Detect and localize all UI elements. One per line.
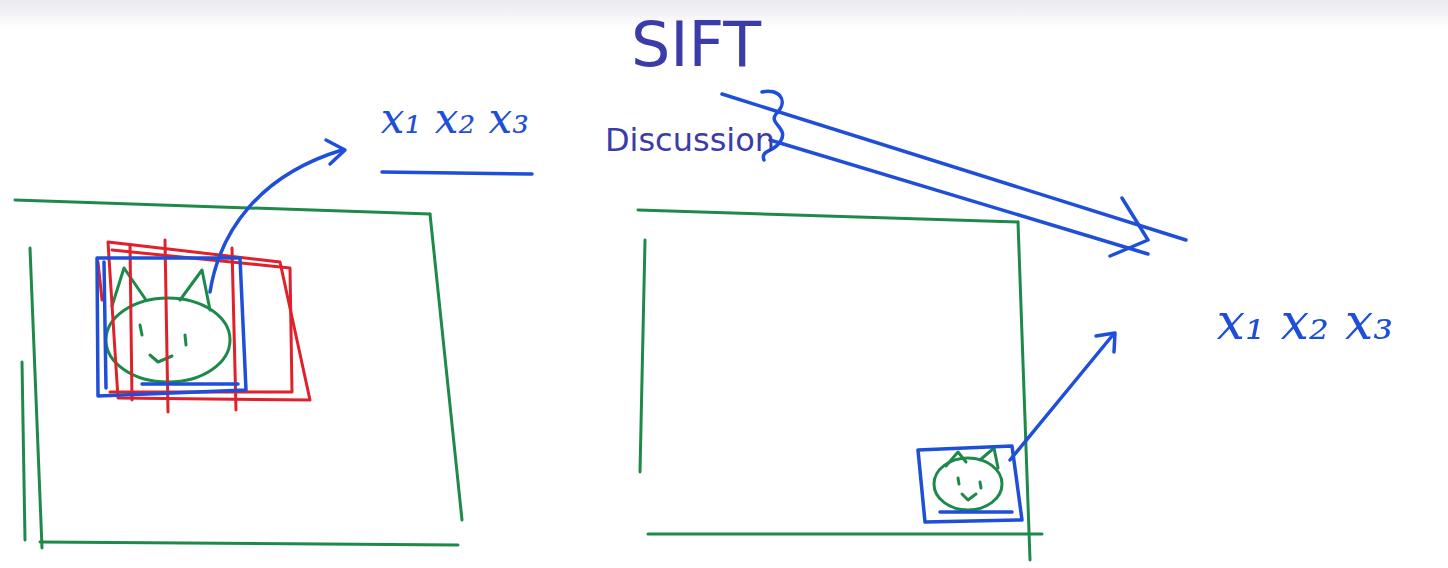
feature-vector: x₁ x₂ x₃: [381, 94, 529, 143]
slide-subtitle: Discussion: [605, 121, 775, 159]
feature-vector: x₁ x₂ x₃: [1217, 293, 1394, 351]
slide-title: SIFT: [631, 8, 761, 81]
